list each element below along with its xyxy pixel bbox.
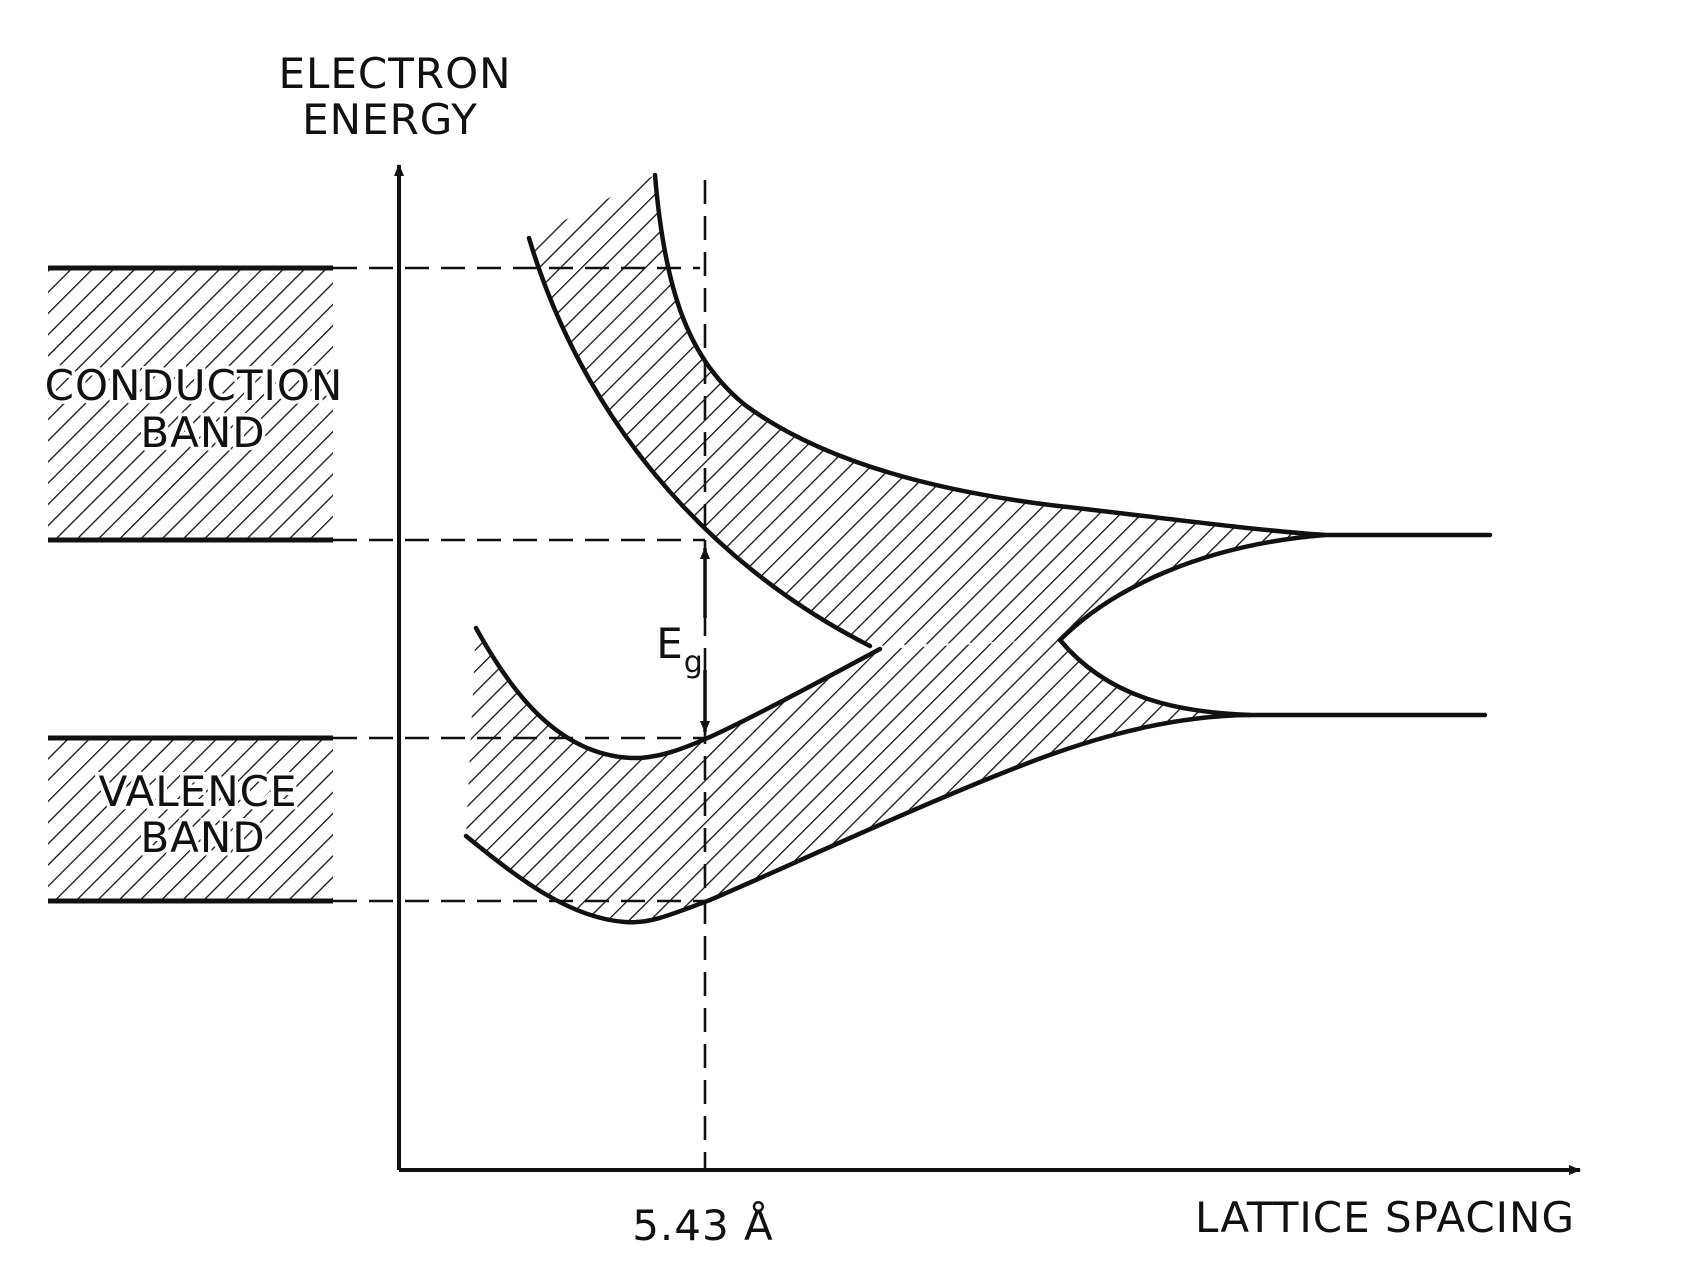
- energy-gap-label-subscript: g: [684, 645, 704, 680]
- valence-band-block: [48, 735, 333, 904]
- valence-lower-edge: [463, 712, 1488, 925]
- crossing-notch: [1056, 532, 1328, 718]
- valence-upper-edge: [473, 625, 883, 761]
- upper-band-fill: [529, 175, 1325, 646]
- conduction-band-block: [48, 265, 333, 543]
- x-marker-label: 5.43 Å: [632, 1200, 774, 1250]
- valence-band-label-line2: BAND: [140, 813, 265, 862]
- band-evolution-region: [466, 175, 1325, 923]
- axes: [394, 164, 1581, 1175]
- valence-band-label-line1: VALENCE: [99, 767, 298, 816]
- guide-lines: [333, 180, 707, 1170]
- energy-gap-label-main: E: [656, 619, 684, 668]
- band-edge-curves: [463, 172, 1493, 925]
- x-axis-label: LATTICE SPACING: [1195, 1193, 1575, 1242]
- y-axis-label-line2: ENERGY: [302, 95, 478, 144]
- y-axis-label-line1: ELECTRON: [278, 49, 511, 98]
- conduction-lower-edge: [526, 235, 873, 649]
- lower-band-fill: [466, 628, 1250, 923]
- conduction-upper-edge: [652, 172, 1493, 538]
- conduction-band-label-line1: CONDUCTION: [45, 361, 344, 410]
- conduction-band-label-line2: BAND: [140, 408, 265, 457]
- energy-gap-label: Eg: [656, 619, 704, 680]
